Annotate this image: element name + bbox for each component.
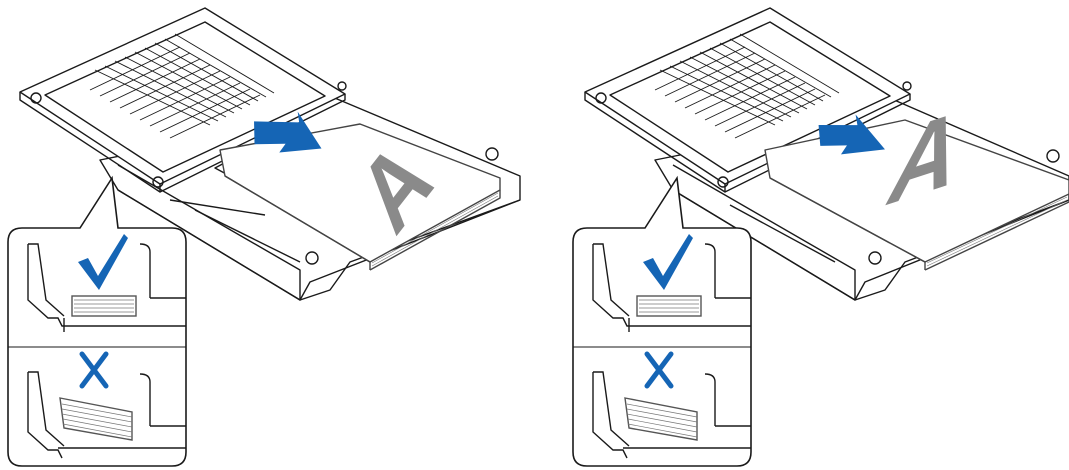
correct-loading-detail xyxy=(592,243,751,332)
illustration-panel-right: A xyxy=(535,0,1069,470)
incorrect-loading-detail xyxy=(592,371,751,459)
paper-tray-illustration-left: A xyxy=(7,7,521,467)
illustration-panel-left: A xyxy=(0,0,534,470)
check-mark-icon xyxy=(643,234,693,290)
incorrect-loading-detail xyxy=(27,371,186,459)
cross-mark-icon xyxy=(644,351,674,389)
zoom-callout xyxy=(572,175,752,467)
arrow-left-icon xyxy=(254,111,322,153)
cross-mark-icon xyxy=(79,351,109,389)
check-mark-icon xyxy=(78,234,128,290)
paper-stack-correct xyxy=(71,295,137,317)
correct-loading-detail xyxy=(27,243,186,332)
paper-stack-incorrect xyxy=(59,397,133,441)
paper-tray-illustration-right: A xyxy=(572,7,1069,467)
arrow-left-icon xyxy=(818,114,885,155)
paper-stack-incorrect xyxy=(624,397,698,441)
zoom-callout xyxy=(7,175,187,467)
paper-stack-correct xyxy=(636,295,702,317)
